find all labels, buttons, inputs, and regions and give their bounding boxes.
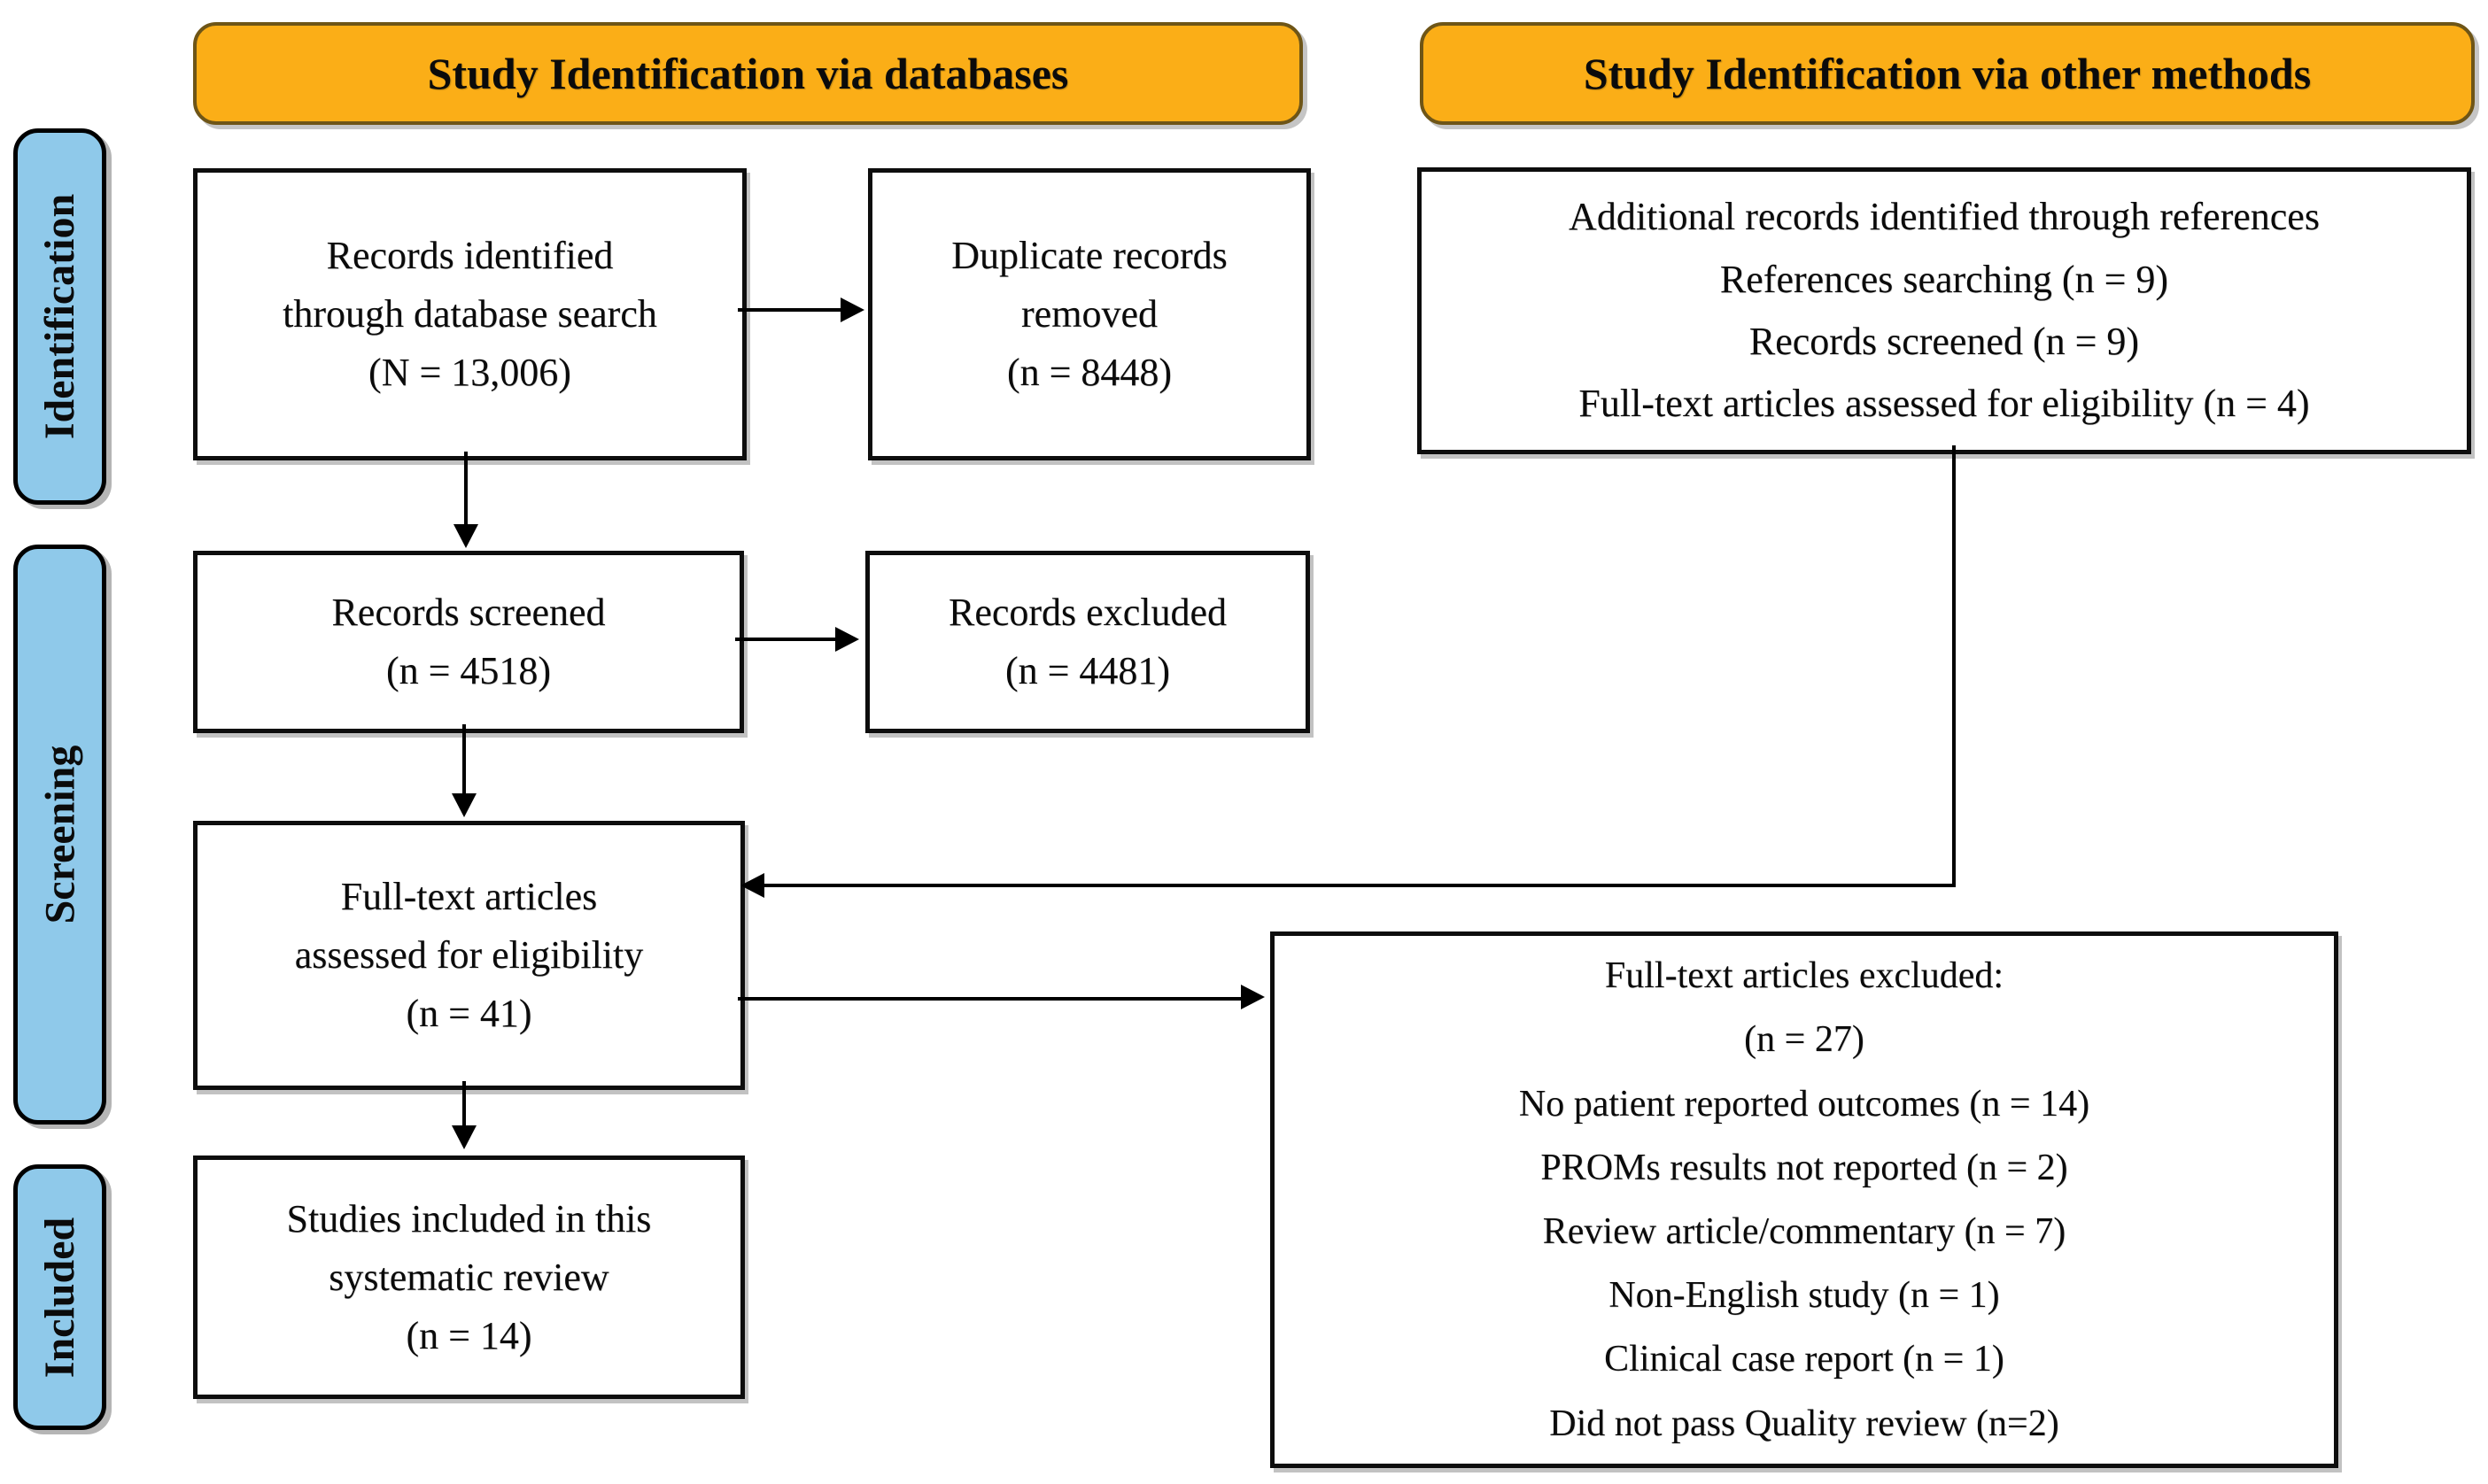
box-studies-included: Studies included in this systematic revi…: [193, 1156, 745, 1399]
stage-bar-included: Included: [13, 1164, 106, 1430]
arrow-fulltext-to-fulltext-excluded: [738, 997, 1244, 1001]
arrowhead-right-icon: [835, 627, 859, 652]
box-text-line: (n = 4481): [1004, 649, 1171, 692]
box-additional-records-references: Additional records identified through re…: [1417, 167, 2471, 454]
arrowhead-left-icon: [740, 873, 764, 898]
box-fulltext-articles-excluded: Full-text articles excluded: (n = 27) No…: [1270, 931, 2338, 1468]
arrow-additional-records-down-segment: [1952, 445, 1956, 885]
box-text-line: References searching (n = 9): [1719, 257, 2169, 301]
box-text-line: (n = 4518): [385, 649, 552, 692]
box-records-identified: Records identified through database sear…: [193, 168, 747, 460]
header-study-identification-other-methods: Study Identification via other methods: [1420, 22, 2475, 125]
arrowhead-down-icon: [452, 1125, 477, 1149]
box-text-line: Records screened (n = 9): [1748, 320, 2140, 363]
stage-bar-screening: Screening: [13, 545, 106, 1125]
box-text-line: (n = 14): [406, 1313, 532, 1357]
stage-included-label: Included: [36, 1217, 83, 1378]
box-text-line: Non-English study (n = 1): [1608, 1275, 2000, 1317]
arrow-screened-to-excluded: [735, 638, 838, 641]
box-text-line: (N = 13,006): [368, 351, 571, 394]
box-records-screened: Records screened (n = 4518): [193, 551, 744, 733]
box-text-line: removed: [1021, 292, 1158, 336]
arrow-fulltext-to-included: [462, 1081, 466, 1129]
box-text-line: Records screened: [331, 591, 606, 634]
arrowhead-right-icon: [1241, 985, 1265, 1009]
box-text-line: No patient reported outcomes (n = 14): [1518, 1083, 2090, 1125]
header-databases-label: Study Identification via databases: [427, 49, 1069, 98]
box-text-line: Additional records identified through re…: [1569, 195, 2320, 239]
box-text-line: systematic review: [329, 1255, 609, 1299]
arrow-additional-records-left-segment: [758, 884, 1956, 887]
stage-screening-label: Screening: [36, 745, 83, 924]
box-text-line: through database search: [283, 292, 657, 336]
arrow-identified-to-duplicates: [738, 308, 844, 312]
box-text-line: (n = 8448): [1006, 351, 1173, 394]
box-text-line: Full-text articles assessed for eligibil…: [1578, 382, 2310, 426]
box-text-line: Clinical case report (n = 1): [1604, 1339, 2004, 1380]
box-duplicate-records-removed: Duplicate records removed (n = 8448): [868, 168, 1311, 460]
header-study-identification-databases: Study Identification via databases: [193, 22, 1303, 125]
box-text-line: Review article/commentary (n = 7): [1542, 1211, 2066, 1252]
stage-identification-label: Identification: [36, 193, 83, 440]
box-text-line: Full-text articles excluded:: [1604, 955, 2004, 997]
arrowhead-down-icon: [452, 793, 477, 817]
box-text-line: Full-text articles: [340, 875, 598, 918]
box-text-line: PROMs results not reported (n = 2): [1540, 1147, 2068, 1188]
box-text-line: (n = 27): [1744, 1019, 1864, 1061]
box-text-line: Records excluded: [949, 591, 1227, 634]
box-text-line: Duplicate records: [951, 234, 1228, 277]
box-text-line: Studies included in this: [286, 1196, 652, 1241]
box-text-line: Did not pass Quality review (n=2): [1549, 1403, 2059, 1444]
box-fulltext-articles-assessed: Full-text articles assessed for eligibil…: [193, 821, 745, 1090]
arrow-screened-to-fulltext: [462, 724, 466, 797]
stage-bar-identification: Identification: [13, 128, 106, 505]
box-text-line: assessed for eligibility: [294, 933, 644, 977]
header-other-methods-label: Study Identification via other methods: [1583, 49, 2312, 98]
box-text-line: (n = 41): [406, 992, 532, 1035]
arrowhead-right-icon: [841, 298, 864, 322]
arrow-identified-to-screened: [464, 452, 468, 528]
box-text-line: Records identified: [326, 234, 614, 277]
arrowhead-down-icon: [453, 524, 478, 548]
box-records-excluded: Records excluded (n = 4481): [865, 551, 1310, 733]
